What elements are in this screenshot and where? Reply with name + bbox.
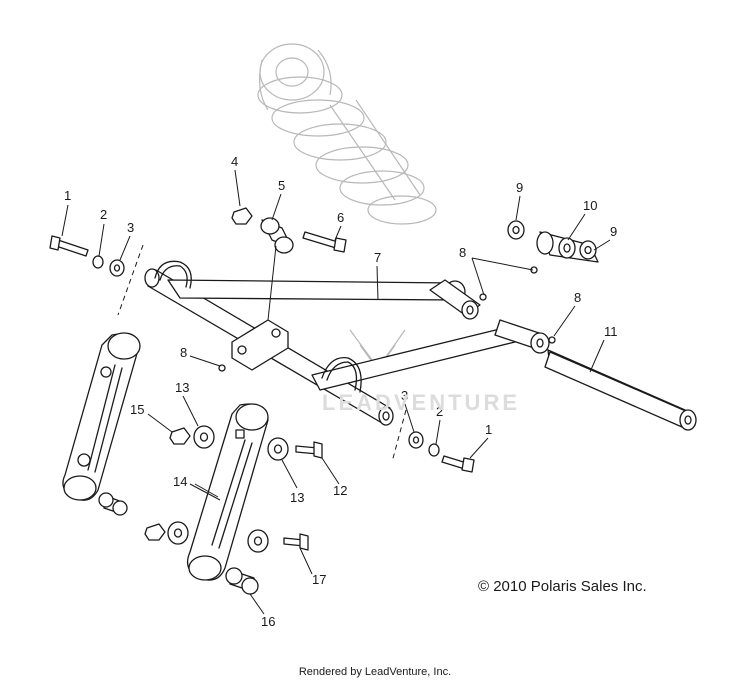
callout-label: 3 <box>127 220 134 235</box>
callout-label: 8 <box>574 290 581 305</box>
copyright-text: © 2010 Polaris Sales Inc. <box>478 578 647 595</box>
loop-bracket-left <box>154 260 192 289</box>
callout-label: 10 <box>583 198 597 213</box>
nut-lower <box>144 523 166 541</box>
washer-lower-left <box>167 521 189 545</box>
link-arm-right <box>186 403 269 581</box>
callout-label: 6 <box>337 210 344 225</box>
callout-label: 17 <box>312 572 326 587</box>
nut-15 <box>169 427 191 445</box>
callout-label: 3 <box>401 388 408 403</box>
a-arm-upper <box>167 279 481 320</box>
callout-label: 12 <box>333 483 347 498</box>
link-arm-left <box>62 332 141 501</box>
bushing-left <box>98 492 128 516</box>
cross-shaft <box>544 349 697 431</box>
callout-label: 15 <box>130 402 144 417</box>
bolt-17 <box>283 533 309 551</box>
washer-9-left <box>507 220 525 240</box>
callout-label: 13 <box>175 380 189 395</box>
alignment-dashes <box>117 244 407 463</box>
callout-label: 14 <box>173 474 187 489</box>
callout-label: 9 <box>516 180 523 195</box>
nut-4 <box>231 207 253 225</box>
washer-13-upper <box>193 425 215 449</box>
bolt-1-right <box>441 455 475 473</box>
callout-label: 9 <box>610 224 617 239</box>
callout-label: 13 <box>290 490 304 505</box>
washer-3-right <box>408 431 424 449</box>
loop-bracket-right <box>321 357 362 393</box>
washer-3-left <box>109 259 125 277</box>
grease-fitting-8d <box>218 364 226 372</box>
grease-fitting-8b <box>479 293 487 301</box>
callout-label: 11 <box>604 324 618 339</box>
callout-label: 8 <box>459 245 466 260</box>
washer-2-right <box>428 443 440 457</box>
leader-lines <box>61 169 611 615</box>
grease-fitting-8c <box>548 336 556 344</box>
a-arm-lower <box>311 319 550 391</box>
callout-label: 2 <box>100 207 107 222</box>
callout-label: 8 <box>180 345 187 360</box>
hardware-parts <box>49 207 599 595</box>
callout-label: 5 <box>278 178 285 193</box>
shock-absorber-ghost <box>257 43 437 225</box>
bushing-16 <box>225 567 259 595</box>
callout-label: 1 <box>64 188 71 203</box>
washer-9-right <box>579 240 597 260</box>
callout-label: 4 <box>231 154 238 169</box>
washer-lower-right <box>247 529 269 553</box>
callout-label: 7 <box>374 250 381 265</box>
spacer-5 <box>260 217 294 254</box>
callout-labels: 1 2 3 4 5 6 7 8 9 10 9 8 11 8 13 15 3 2 … <box>64 154 618 629</box>
washer-2-left <box>92 255 104 269</box>
bolt-12 <box>295 441 323 459</box>
washer-13-right <box>267 437 289 461</box>
bolt-1-left <box>49 235 89 257</box>
rendered-by-text: Rendered by LeadVenture, Inc. <box>298 666 452 678</box>
callout-label: 2 <box>436 404 443 419</box>
watermark-text: LEADVENTURE <box>322 390 521 415</box>
callout-label: 16 <box>261 614 275 629</box>
bolt-6 <box>302 231 347 253</box>
callout-label: 1 <box>485 422 492 437</box>
